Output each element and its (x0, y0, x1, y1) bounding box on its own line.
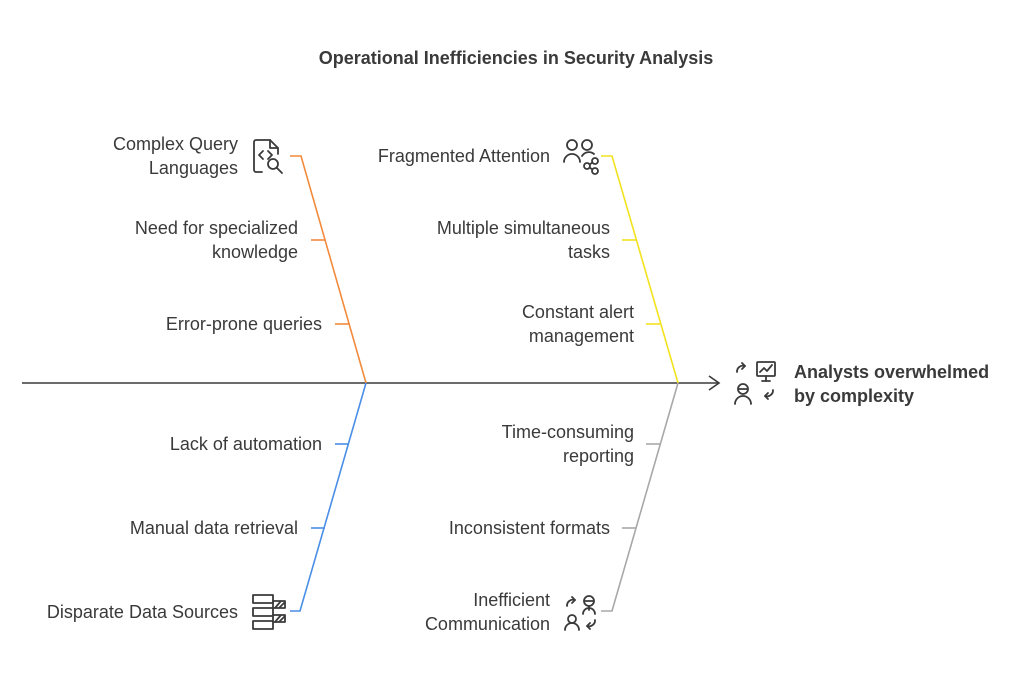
cause-label-line1: Error-prone queries (165, 314, 322, 334)
code-search-icon (253, 139, 283, 174)
branch-attention-title: Fragmented Attention (378, 144, 550, 168)
branch-attention-cause-1: Multiple simultaneous tasks (437, 216, 610, 264)
cause-label-line2: knowledge (211, 242, 298, 262)
database-layers-icon (252, 594, 286, 630)
branch-communication-title-line2: Communication (424, 614, 550, 634)
cause-label-line1: Lack of automation (169, 434, 322, 454)
analyst-presentation-icon (734, 361, 776, 405)
branch-attention-cause-2: Constant alert management (522, 300, 634, 348)
branch-query-title-line2: Languages (148, 158, 238, 178)
cause-label-line2: reporting (562, 446, 634, 466)
effect-label-line1: Analysts overwhelmed (794, 362, 990, 382)
branch-data-line (290, 382, 367, 612)
effect-label-line2: by complexity (794, 386, 915, 406)
branch-attention-title-line1: Fragmented Attention (377, 146, 550, 166)
branch-query-cause-2: Error-prone queries (166, 312, 322, 336)
cause-label-line1: Time-consuming (501, 422, 634, 442)
diagram-title: Operational Inefficiencies in Security A… (318, 48, 714, 68)
cause-label-line1: Constant alert (521, 302, 634, 322)
branch-query-title: Complex Query Languages (113, 132, 238, 180)
branch-communication-cause-1: Time-consuming reporting (502, 420, 634, 468)
cause-label-line2: tasks (567, 242, 610, 262)
branch-communication-cause-2: Inconsistent formats (449, 516, 610, 540)
branch-data-title: Disparate Data Sources (47, 600, 238, 624)
branch-query-cause-1: Need for specialized knowledge (135, 216, 298, 264)
branch-query-title-line1: Complex Query (112, 134, 238, 154)
cause-label-line1: Multiple simultaneous (436, 218, 610, 238)
branch-communication-line (601, 382, 679, 612)
branch-communication-title: Inefficient Communication (425, 588, 550, 636)
cause-label-line1: Manual data retrieval (129, 518, 298, 538)
users-share-icon (563, 139, 599, 175)
branch-attention-line (601, 155, 679, 384)
cause-label-line1: Need for specialized (134, 218, 298, 238)
branch-query-line (290, 155, 367, 384)
people-exchange-icon (564, 595, 596, 631)
branch-communication-title-line1: Inefficient (473, 590, 550, 610)
branch-data-title-line1: Disparate Data Sources (46, 602, 238, 622)
effect-label: Analysts overwhelmed by complexity (794, 360, 989, 408)
spine-arrowhead (708, 375, 721, 391)
branch-data-cause-2: Manual data retrieval (130, 516, 298, 540)
cause-label-line2: management (528, 326, 634, 346)
branch-data-cause-1: Lack of automation (170, 432, 322, 456)
cause-label-line1: Inconsistent formats (448, 518, 610, 538)
